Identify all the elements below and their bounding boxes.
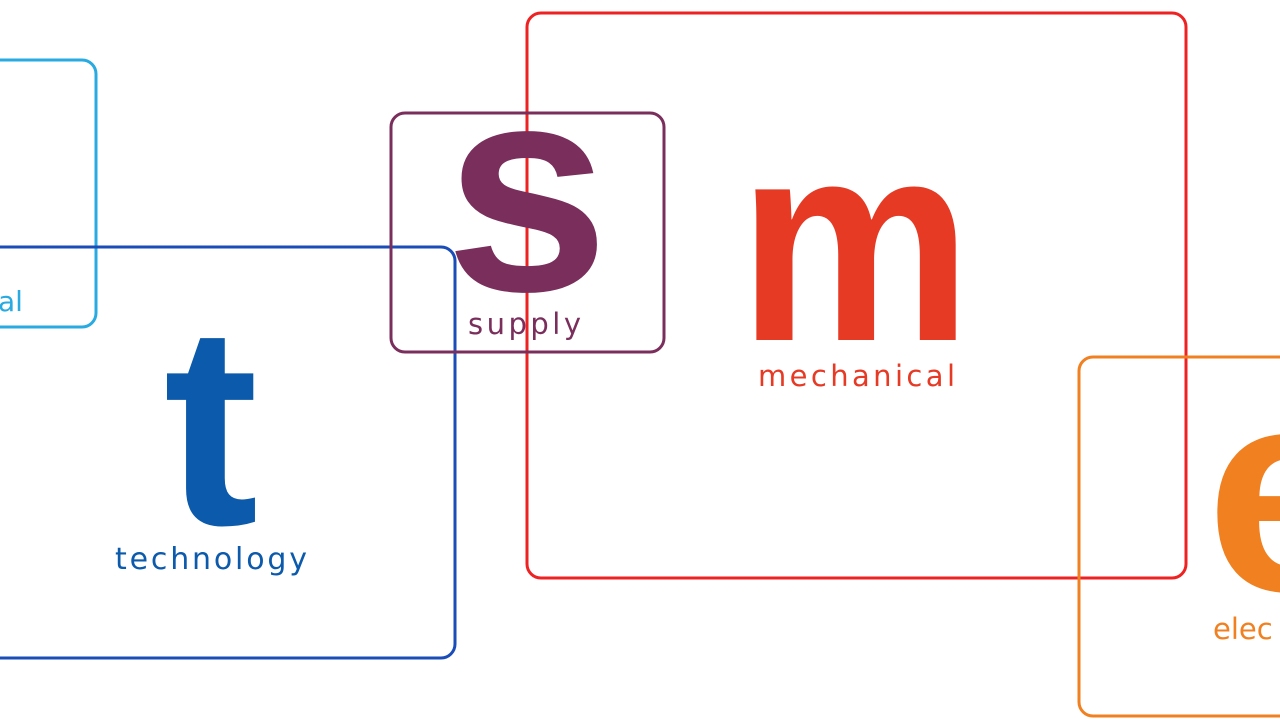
card-border [0,58,98,329]
card-technology: t technology [0,245,457,660]
card-border [389,111,666,354]
card-electrical-right: e elec [1077,328,1280,718]
card-letter: s [445,23,609,353]
card-border [1077,355,1280,718]
card-border [525,11,1188,580]
card-letter: m [738,83,972,401]
card-supply: s supply [389,23,666,354]
card-electrical-left: al [0,58,98,329]
card-label: elec [1213,612,1273,646]
card-border [0,245,457,660]
card-letter: t [164,267,259,585]
card-mechanical: m mechanical [525,11,1188,580]
card-letter: e [1206,328,1280,652]
card-label: technology [115,542,307,577]
card-label: mechanical [758,359,955,393]
card-label: al [0,285,23,318]
